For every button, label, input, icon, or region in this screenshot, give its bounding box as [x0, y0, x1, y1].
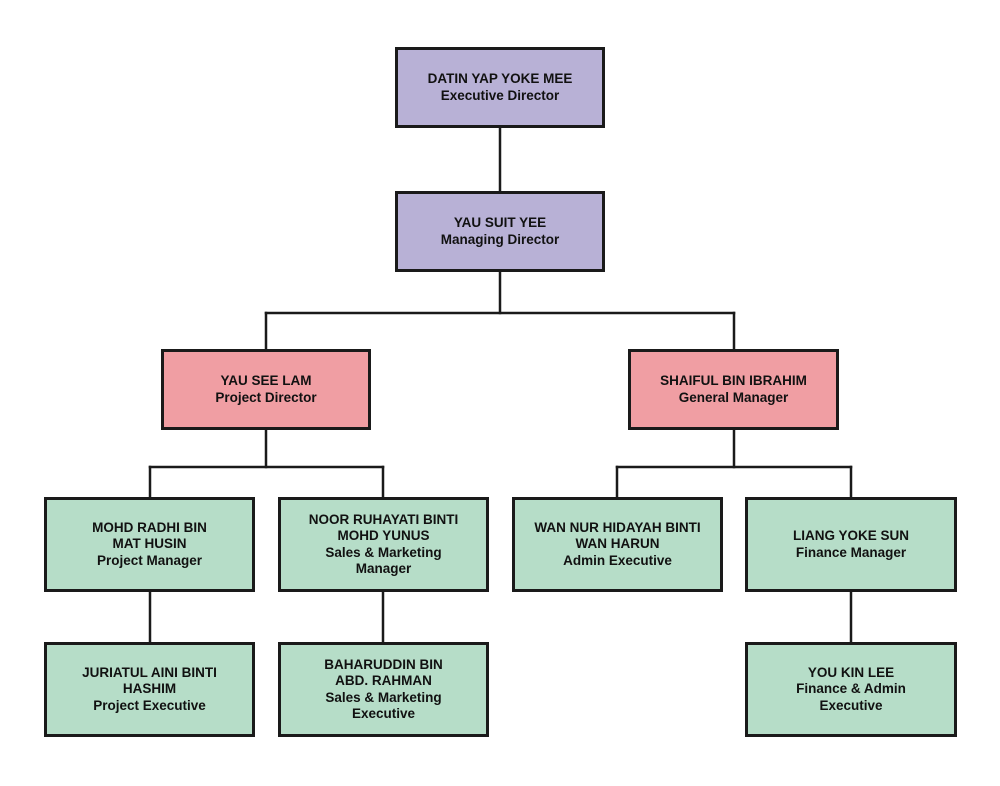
node-text-line: WAN NUR HIDAYAH BINTI	[534, 519, 701, 535]
node-text-line: HASHIM	[122, 681, 177, 697]
node-text-line: Finance Manager	[795, 544, 907, 560]
node-text-line: JURIATUL AINI BINTI	[82, 664, 217, 680]
node-text-line: MAT HUSIN	[112, 536, 187, 552]
node-text-line: Project Director	[215, 389, 317, 405]
node-text-line: Admin Executive	[563, 552, 672, 568]
node-text-line: MOHD YUNUS	[337, 528, 430, 543]
node-text-line: BAHARUDDIN BIN	[324, 656, 443, 672]
node-text-line: ABD. RAHMAN	[335, 673, 432, 688]
node-text-line: SHAIFUL BIN IBRAHIM	[660, 373, 807, 388]
node-text-line: Executive	[351, 706, 416, 721]
node-text-line: Project Executive	[93, 697, 206, 713]
node-text-line: LIANG YOKE SUN	[792, 528, 909, 543]
node-text-line: WAN HARUN	[575, 536, 660, 552]
node-text-line: Sales & Marketing	[325, 689, 442, 705]
node-text-line: MOHD RADHI BIN	[92, 519, 207, 535]
node-text-line: Sales & Marketing	[325, 544, 442, 560]
node-text-line: Project Manager	[96, 552, 203, 568]
node-text-line: General Manager	[678, 389, 789, 405]
node-text-line: NOOR RUHAYATI BINTI	[308, 511, 459, 527]
node-text-line: YAU SEE LAM	[220, 373, 312, 388]
node-text-line: DATIN YAP YOKE MEE	[427, 71, 573, 86]
node-text-line: Managing Director	[440, 231, 560, 247]
node-text-line: Executive	[819, 697, 883, 713]
node-text-line: Manager	[355, 561, 412, 576]
node-text-line: Executive Director	[440, 87, 560, 103]
node-text-line: YOU KIN LEE	[807, 664, 895, 680]
node-text-line: YAU SUIT YEE	[453, 215, 547, 230]
node-text-line: Finance & Admin	[796, 681, 906, 697]
